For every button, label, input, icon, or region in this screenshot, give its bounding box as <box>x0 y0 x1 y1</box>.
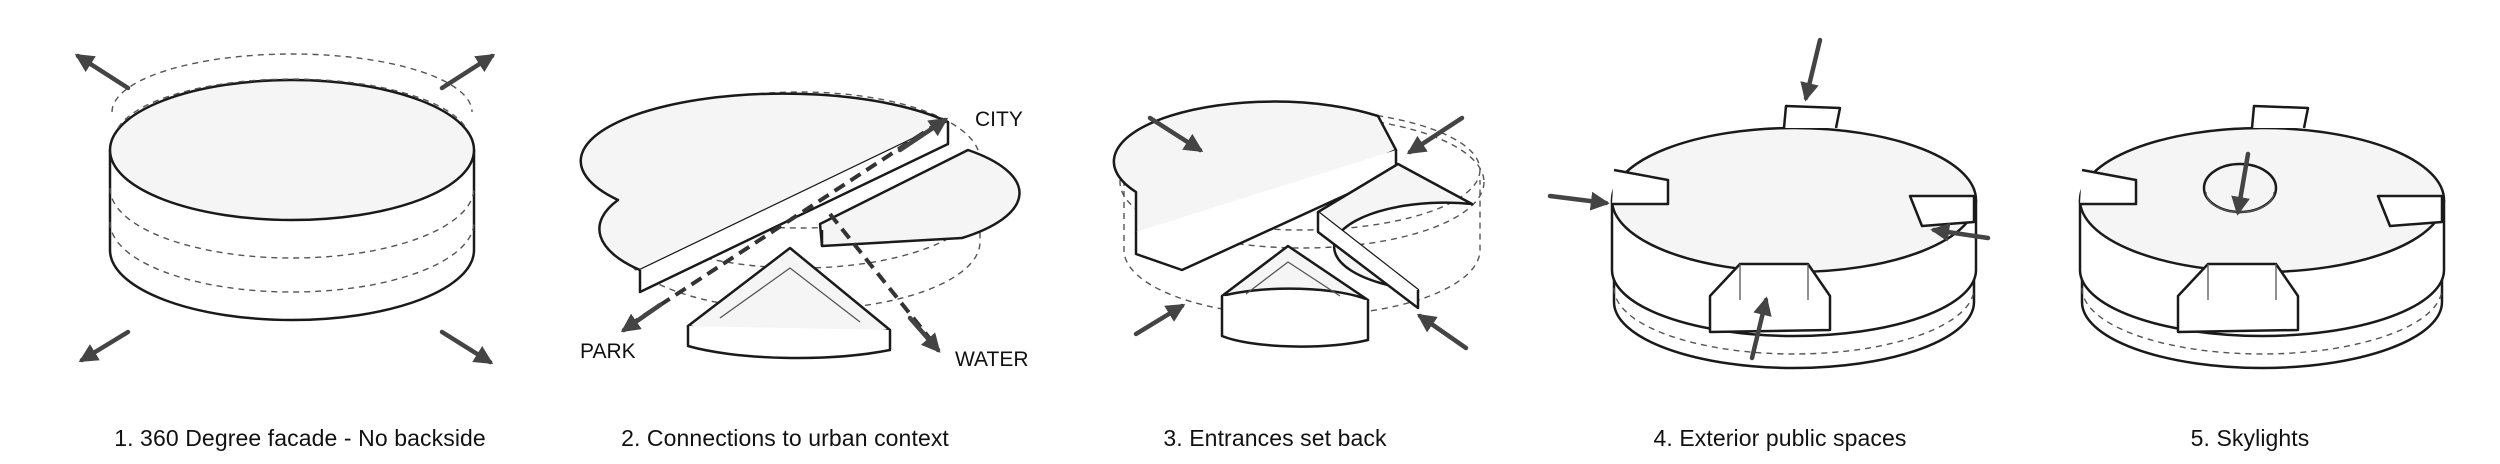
panel-3-pieces <box>1112 100 1474 348</box>
caption-panel-1: 1. 360 Degree facade - No backside <box>114 425 486 451</box>
panel-2-pieces <box>579 92 1021 360</box>
panel-5-arrow <box>2231 151 2251 216</box>
caption-panel-4: 4. Exterior public spaces <box>1653 425 1907 451</box>
panel-4-arrows <box>1547 37 1991 361</box>
panel-5-massing <box>2078 104 2446 370</box>
caption-panel-5: 5. Skylights <box>2190 425 2310 451</box>
panel-1-arrows <box>74 53 496 365</box>
panel-1-drum <box>108 53 476 322</box>
caption-panel-3: 3. Entrances set back <box>1163 425 1387 451</box>
city-label: CITY <box>975 108 1023 131</box>
panel-3-arrows <box>1133 115 1469 351</box>
park-label: PARK <box>580 340 636 363</box>
panel-4-massing <box>1610 104 1978 370</box>
caption-panel-2: 2. Connections to urban context <box>621 425 949 451</box>
water-label: WATER <box>955 348 1029 371</box>
panel-2-connection-lines <box>620 117 949 353</box>
